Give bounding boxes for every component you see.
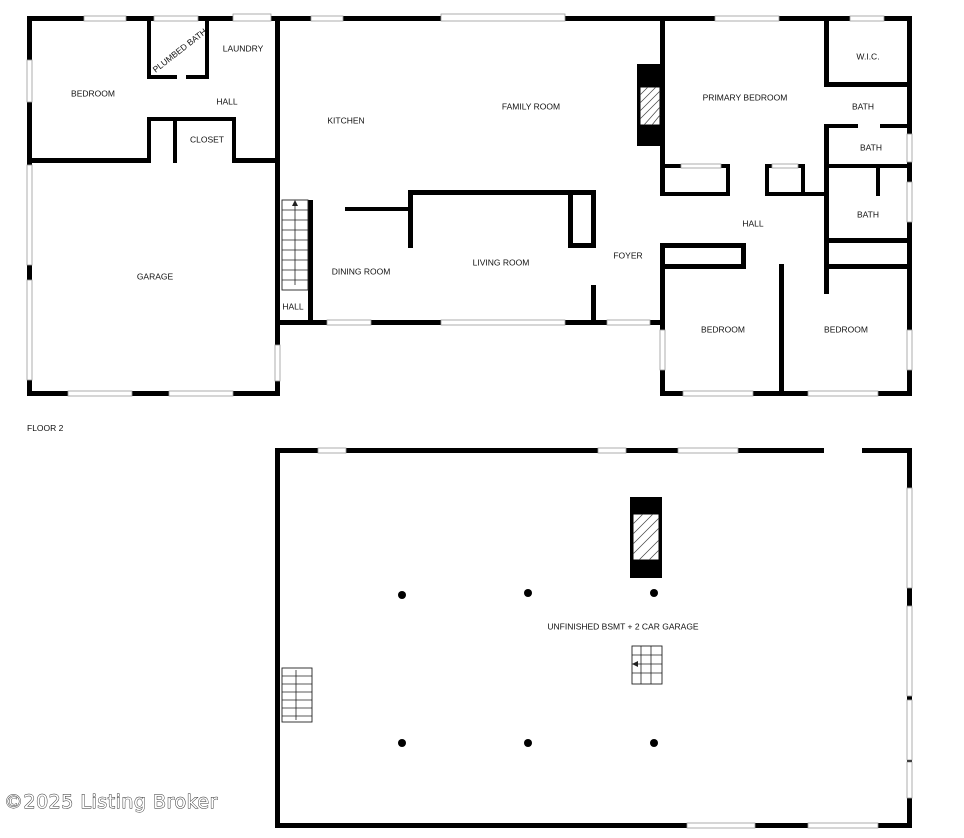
floor2-windows xyxy=(317,447,913,829)
floor2-walls xyxy=(275,448,912,828)
support-posts xyxy=(398,589,658,747)
room-label-bedroom-se2: BEDROOM xyxy=(824,324,868,334)
room-label-hall-stair: HALL xyxy=(282,301,304,311)
support-post xyxy=(650,739,658,747)
room-label-family-room: FAMILY ROOM xyxy=(502,101,560,111)
floor1-walls xyxy=(27,16,912,396)
room-label-dining-room: DINING ROOM xyxy=(332,266,391,276)
watermark-text: ©2025 Listing Broker xyxy=(4,791,218,813)
room-label-primary-bedroom: PRIMARY BEDROOM xyxy=(703,92,788,102)
floor1-labels: BEDROOM PLUMBED BATH LAUNDRY HALL CLOSET… xyxy=(71,26,882,334)
room-label-bath-3: BATH xyxy=(857,209,879,219)
room-label-hall-nw: HALL xyxy=(216,96,238,106)
room-label-bath-1: BATH xyxy=(852,101,874,111)
support-post xyxy=(398,591,406,599)
room-label-bath-2: BATH xyxy=(860,142,882,152)
fireplace-floor2 xyxy=(630,497,662,578)
stairs-floor1 xyxy=(281,199,309,291)
room-label-foyer: FOYER xyxy=(613,250,642,260)
room-label-closet: CLOSET xyxy=(190,134,224,144)
room-label-laundry: LAUNDRY xyxy=(223,43,264,53)
stairs-floor2-west xyxy=(281,667,313,723)
support-post xyxy=(398,739,406,747)
floor1-windows xyxy=(26,13,913,397)
room-label-wic: W.I.C. xyxy=(856,51,879,61)
room-label-plumbed-bath: PLUMBED BATH xyxy=(151,26,209,74)
fireplace-floor1 xyxy=(637,64,661,146)
support-post xyxy=(650,589,658,597)
support-post xyxy=(524,589,532,597)
room-label-bedroom-nw: BEDROOM xyxy=(71,88,115,98)
floor2-label: FLOOR 2 xyxy=(27,423,64,433)
support-post xyxy=(524,739,532,747)
stairs-floor2-center xyxy=(631,645,663,685)
room-label-living-room: LIVING ROOM xyxy=(473,257,530,267)
room-label-hall-east: HALL xyxy=(742,218,764,228)
room-label-garage: GARAGE xyxy=(137,271,174,281)
room-label-basement: UNFINISHED BSMT + 2 CAR GARAGE xyxy=(547,621,699,631)
room-label-bedroom-se1: BEDROOM xyxy=(701,324,745,334)
room-label-kitchen: KITCHEN xyxy=(327,115,364,125)
